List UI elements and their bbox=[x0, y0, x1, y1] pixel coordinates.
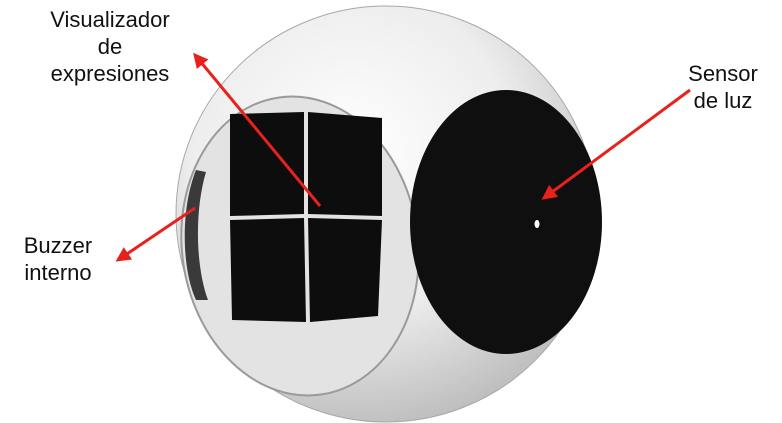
display-panel-bottom-right bbox=[308, 218, 382, 322]
label-line: Buzzer bbox=[2, 232, 114, 259]
light-sensor-face bbox=[410, 90, 602, 354]
label-expression-display: Visualizador de expresiones bbox=[18, 6, 202, 87]
label-line: Visualizador bbox=[18, 6, 202, 33]
display-panel-top-right bbox=[308, 112, 382, 216]
label-internal-buzzer: Buzzer interno bbox=[2, 232, 114, 286]
label-line: Sensor bbox=[668, 60, 778, 87]
label-line: interno bbox=[2, 259, 114, 286]
display-panel-bottom-left bbox=[230, 218, 306, 322]
label-line: de bbox=[18, 33, 202, 60]
label-line: de luz bbox=[668, 87, 778, 114]
display-panel-top-left bbox=[230, 112, 304, 216]
label-light-sensor: Sensor de luz bbox=[668, 60, 778, 114]
label-line: expresiones bbox=[18, 60, 202, 87]
light-sensor-aperture bbox=[535, 220, 540, 228]
